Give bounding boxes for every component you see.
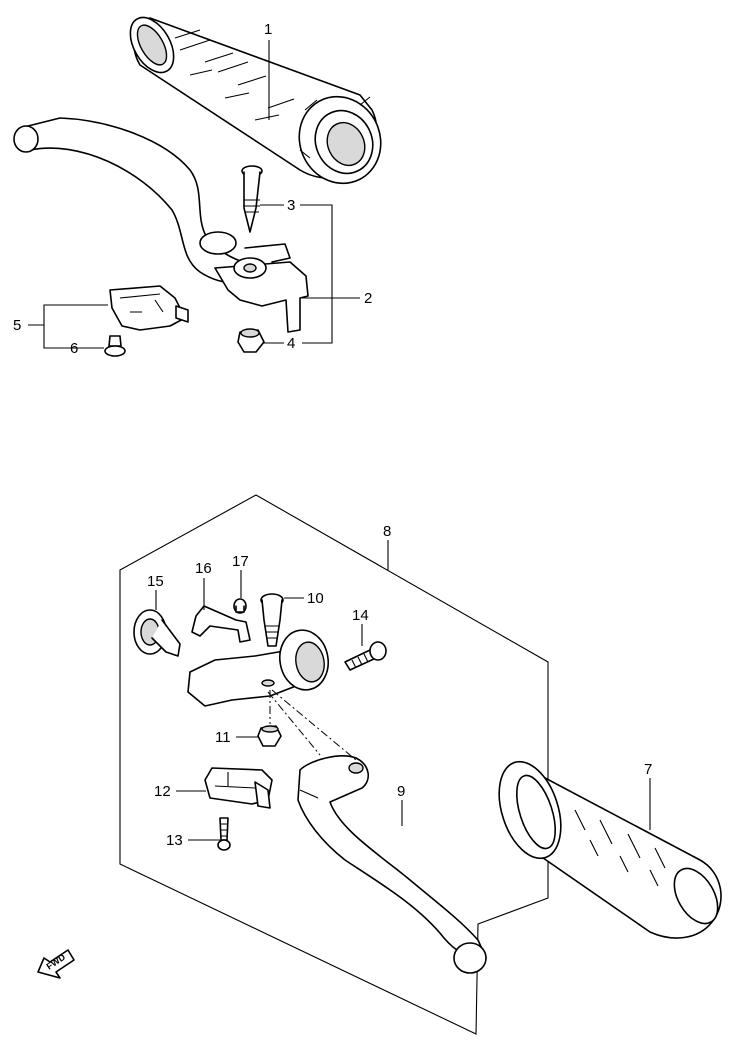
callout-4: 4 (287, 335, 295, 352)
switch-screw-part (104, 335, 126, 357)
bracket-assembly-outline (119, 494, 549, 1035)
callout-2: 2 (364, 290, 372, 307)
clutch-lever-part (13, 117, 309, 333)
callout-17: 17 (232, 553, 249, 570)
adjuster-knob-part (133, 609, 181, 657)
callout-3: 3 (287, 197, 295, 214)
leader-5 (28, 304, 108, 349)
callout-16: 16 (195, 560, 212, 577)
callout-5: 5 (13, 317, 21, 334)
grip-bottom-part (498, 760, 722, 939)
fwd-arrow-icon (37, 949, 75, 979)
pivot-bolt-part (241, 165, 263, 233)
callout-1: 1 (264, 21, 272, 38)
lever-nut-part (237, 328, 265, 353)
callout-8: 8 (383, 523, 391, 540)
brake-switch-part (204, 767, 273, 809)
callout-15: 15 (147, 573, 164, 590)
callout-13: 13 (166, 832, 183, 849)
callout-12: 12 (154, 783, 171, 800)
brake-lever-part (297, 755, 487, 974)
assembly-line-1 (271, 689, 357, 761)
callout-10: 10 (307, 590, 324, 607)
callout-14: 14 (352, 607, 369, 624)
spring-bracket-part (191, 605, 251, 643)
callout-7: 7 (644, 761, 652, 778)
assembly-line-2 (267, 691, 321, 756)
grip-top-part (129, 16, 382, 185)
small-screw-part (233, 598, 247, 614)
clutch-switch-part (109, 285, 189, 331)
lower-pivot-bolt-part (260, 593, 284, 647)
lever-holder-part (187, 629, 330, 707)
adjuster-bolt-part (344, 641, 387, 671)
callout-11: 11 (215, 729, 231, 746)
callout-9: 9 (397, 783, 405, 800)
leader-3 (260, 204, 333, 344)
fwd-direction-marker: FWD (37, 949, 75, 979)
lower-nut-part (257, 725, 282, 747)
callout-6: 6 (70, 340, 78, 357)
switch-screw-lower-part (217, 817, 231, 851)
